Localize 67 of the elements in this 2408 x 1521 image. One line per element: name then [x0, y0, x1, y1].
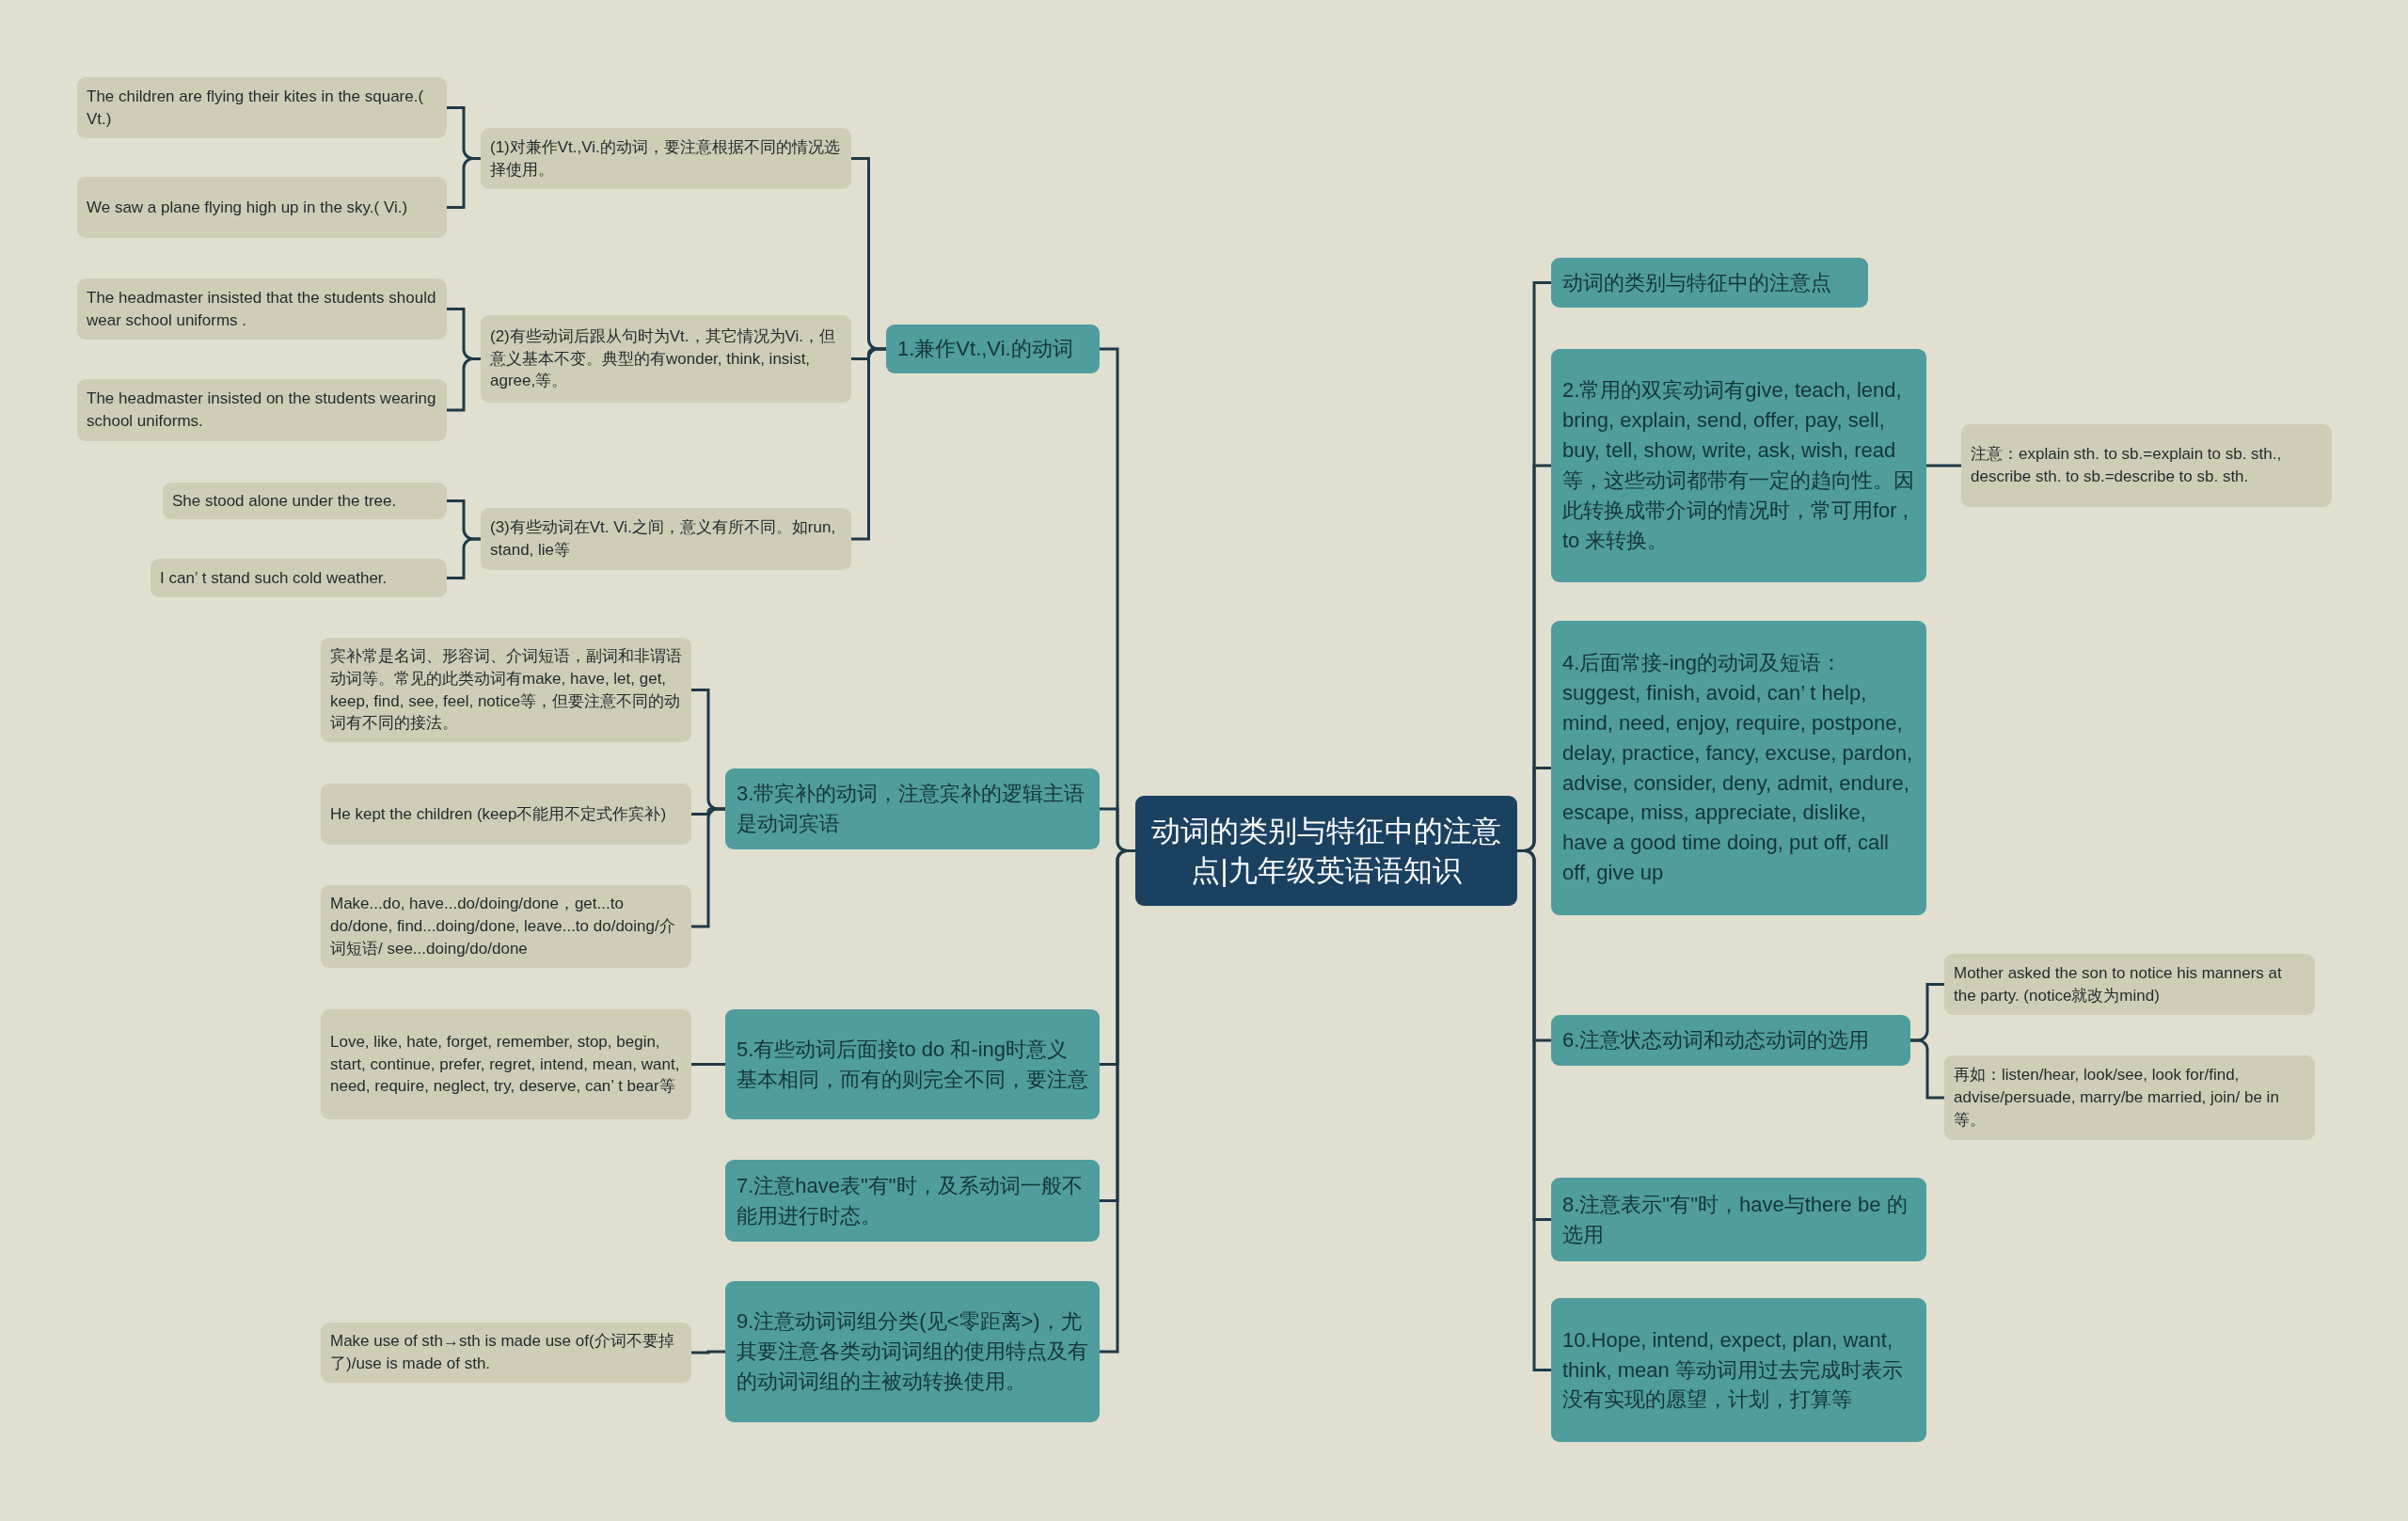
note-text: She stood alone under the tree.	[172, 490, 397, 512]
note-text: 再如：listen/hear, look/see, look for/find, advise/persuade, marry/be married, join/ be in等。	[1954, 1065, 2280, 1131]
note-text: I can’ t stand such cold weather.	[160, 567, 388, 589]
note-box	[481, 508, 851, 570]
topic-box	[1551, 621, 1926, 915]
topic-box	[886, 325, 1100, 373]
root-title: 动词的类别与特征中的注意点|九年级英语语知识	[1150, 813, 1502, 889]
note-box	[321, 1323, 691, 1383]
topic-text: 1.兼作Vt.,Vi.的动词	[897, 336, 1073, 363]
note-text: Mother asked the son to notice his manners at the party. (notice就改为mind)	[1954, 962, 2283, 1006]
note-box	[77, 379, 447, 441]
note-text: Make use of sth→sth is made use of(介词不要掉了)/use is made of sth.	[330, 1331, 675, 1374]
note-box	[481, 128, 851, 189]
note-text: 注意：explain sth. to sb.=explain to sb. sth., describe sth. to sb.=describe to sb. sth.	[1971, 444, 2283, 487]
note-box	[1944, 954, 2315, 1015]
note-box	[163, 483, 447, 519]
note-box	[481, 315, 851, 403]
topic-box	[1551, 1015, 1910, 1066]
connector	[1926, 464, 1961, 467]
topic-box	[1551, 1178, 1926, 1261]
connector	[447, 537, 481, 579]
topic-text: 10.Hope, intend, expect, plan, want, think, mean 等动词用过去完成时表示没有实现的愿望，计划，打算等	[1562, 1326, 1904, 1414]
note-text: 宾补常是名词、形容词、介词短语，副词和非谓语动词等。常见的此类动词有make, have, let, get, keep, find, see, feel, notice等，但要注意不同的动词有不同的接法。	[330, 645, 682, 735]
connector	[851, 347, 886, 541]
note-text: (1)对兼作Vt.,Vi.的动词，要注意根据不同的情况选择使用。	[490, 136, 841, 181]
topic-box	[725, 1281, 1100, 1422]
note-text: Make...do, have...do/doing/done，get...to do/done, find...doing/done, leave...to do/doing/介词短语/ see...doing/do/done	[330, 894, 676, 959]
note-box	[77, 77, 447, 138]
topic-box	[1551, 258, 1868, 308]
root-topic-box	[1135, 796, 1517, 906]
topic-box	[725, 768, 1100, 849]
topic-box	[725, 1160, 1100, 1242]
topic-box	[1551, 349, 1926, 582]
note-text: The children are flying their kites in the square.( Vt.)	[87, 86, 425, 130]
note-box	[321, 638, 691, 742]
topic-text: 8.注意表示"有"时，have与there be 的选用	[1562, 1191, 1909, 1248]
note-text: The headmaster insisted that the students should wear school uniforms .	[87, 287, 437, 331]
note-text: Love, like, hate, forget, remember, stop, begin, start, continue, prefer, regret, intend, mean, want, need, require, neglect, try, deserve, can’ t bear等	[330, 1031, 681, 1098]
topic-box	[1551, 1298, 1926, 1442]
note-box	[1944, 1055, 2315, 1140]
topic-text: 6.注意状态动词和动态动词的选用	[1562, 1027, 1870, 1054]
topic-text: 2.常用的双宾动词有give, teach, lend, bring, explain, send, offer, pay, sell, buy, tell, show, write, ask, wish, read等，这些动词都带有一定的趋向性。因此转换成带介词的情况时，常可用for , to 来转换。	[1562, 377, 1915, 554]
note-text: (3)有些动词在Vt. Vi.之间，意义有所不同。如run, stand, lie等	[490, 517, 837, 561]
topic-text: 3.带宾补的动词，注意宾补的逻辑主语是动词宾语	[737, 781, 1086, 837]
note-text: He kept the children (keep不能用不定式作宾补)	[330, 803, 667, 825]
note-text: (2)有些动词后跟从句时为Vt.，其它情况为Vi.，但意义基本不变。典型的有wonder, think, insist, agree,等。	[490, 325, 837, 392]
connector	[1910, 1038, 1944, 1100]
connector	[691, 1350, 725, 1355]
connector	[691, 1063, 725, 1066]
topic-text: 4.后面常接-ing的动词及短语：suggest, finish, avoid, can’ t help, mind, need, enjoy, require, postpone, delay, practice, fancy, excuse, pardon, advise, consider, deny, admit, endure, escape, miss, appreciate, dislike, have a good time doing, put off, call off, give up	[1562, 649, 1914, 887]
note-box	[77, 278, 447, 340]
note-text: We saw a plane flying high up in the sky.( Vi.)	[87, 197, 408, 218]
note-box	[1961, 424, 2332, 507]
topic-text: 动词的类别与特征中的注意点	[1562, 269, 1831, 296]
note-box	[150, 559, 447, 597]
note-box	[77, 177, 447, 238]
connector	[691, 807, 725, 928]
topic-text: 5.有些动词后面接to do 和-ing时意义基本相同，而有的则完全不同，要注意	[737, 1036, 1088, 1093]
note-box	[321, 885, 691, 968]
note-box	[321, 784, 691, 845]
note-box	[321, 1009, 691, 1119]
topic-text: 7.注意have表"有"时，及系动词一般不能用进行时态。	[737, 1172, 1084, 1229]
topic-box	[725, 1009, 1100, 1119]
connector	[447, 157, 481, 209]
topic-text: 9.注意动词词组分类(见<零距离>)，尤其要注意各类动词词组的使用特点及有的动词词组的主被动转换使用。	[737, 1308, 1088, 1395]
note-text: The headmaster insisted on the students wearing school uniforms.	[87, 388, 437, 432]
connector	[447, 357, 481, 412]
